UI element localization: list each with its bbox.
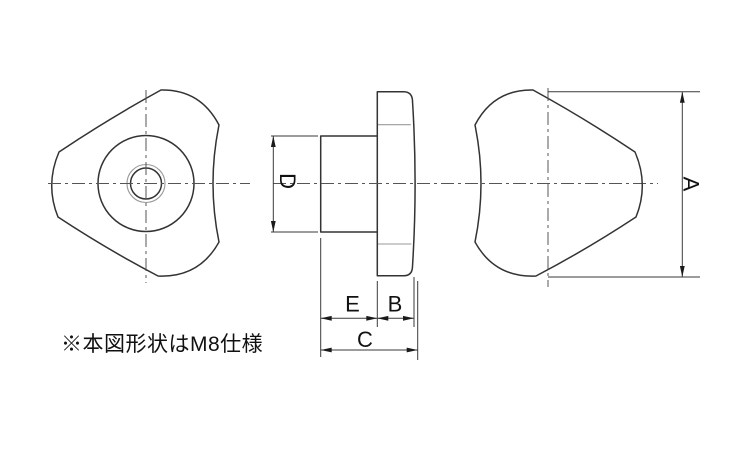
front-view-knob-outline: [50, 89, 220, 277]
back-view: [474, 88, 644, 287]
dim-a-arrow-up: [679, 91, 685, 103]
dim-e-label: E: [345, 292, 360, 317]
dim-b-arrow-left: [377, 315, 389, 321]
dim-a-arrow-down: [679, 266, 685, 277]
spec-note: ※本図形状はM8仕様: [61, 333, 263, 356]
back-view-knob-outline: [474, 89, 644, 277]
dim-a-label: A: [679, 177, 704, 192]
dim-d-arrow-up: [270, 136, 276, 147]
dim-c-arrow-left: [320, 347, 332, 353]
dim-e-arrow-left: [320, 315, 332, 321]
dimension-b: B: [377, 277, 415, 327]
dim-c-arrow-right: [406, 347, 418, 353]
dim-e-arrow-right: [366, 315, 378, 321]
dimension-a: A: [548, 91, 704, 278]
dim-d-label: D: [275, 173, 300, 189]
dimension-e: E: [320, 238, 378, 357]
dim-d-arrow-down: [270, 221, 276, 232]
side-view-body-outline: [376, 90, 416, 277]
side-view-boss-rect: [319, 135, 379, 233]
dim-c-label: C: [357, 327, 373, 352]
dim-b-arrow-right: [403, 315, 414, 321]
front-view: [48, 89, 250, 283]
side-view: [319, 90, 416, 277]
dimension-c: C: [320, 281, 419, 360]
dimension-d: D: [270, 135, 318, 233]
dim-b-label: B: [388, 292, 403, 317]
